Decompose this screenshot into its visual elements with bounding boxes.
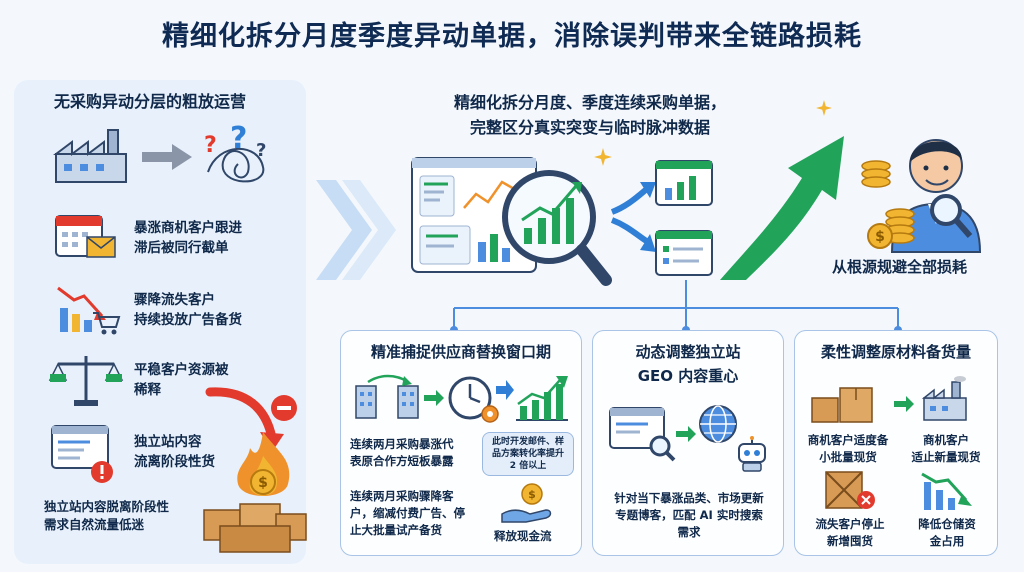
card-3-text-b-line1: 商机客户 (923, 433, 969, 447)
right-heading-line2: 完整区分真实突变与临时脉冲数据 (469, 118, 710, 137)
boxes-icon (811, 387, 873, 423)
card-2-text-line1: 针对当下暴涨品类、市场更新 (614, 491, 764, 505)
card-2-title-line1: 动态调整独立站 (635, 343, 741, 361)
warning-icon (91, 461, 113, 483)
factory-icon (921, 376, 967, 421)
left-item-4-line2: 流离阶段性货 (134, 454, 215, 470)
factory-icon (53, 129, 127, 183)
card-3-text-c-line2: 新增囤货 (827, 534, 873, 548)
cross-box-icon (825, 471, 875, 509)
green-right-arrow-icon (894, 396, 914, 412)
card-3-text-c: 流失客户停止 新增囤货 (800, 516, 900, 550)
businessman-icon (890, 139, 982, 253)
svg-text:$: $ (875, 229, 885, 245)
left-item-2-label: 骤降流失客户 持续投放广告备货 (134, 290, 242, 330)
card-3-title: 柔性调整原材料备货量 (820, 343, 971, 361)
growth-chart-icon (516, 376, 568, 421)
left-item-4-line1: 独立站内容 (134, 434, 202, 450)
left-heading: 无采购异动分层的粗放运营 (54, 92, 247, 111)
card-3-text-c-line1: 流失客户停止 (815, 517, 885, 531)
envelope-icon (86, 236, 116, 258)
globe-icon (699, 405, 737, 443)
result-label: 从根源规避全部损耗 (832, 258, 968, 276)
browser-window-icon (51, 425, 109, 469)
svg-text:$: $ (258, 475, 268, 491)
left-footer-line1: 独立站内容脱离阶段性 (44, 499, 170, 514)
magnifier-icon (502, 170, 612, 286)
bubble-line2: 品方案转化率提升 (491, 449, 564, 459)
right-heading: 精细化拆分月度、季度连续采购单据， 完整区分真实突变与临时脉冲数据 (405, 90, 775, 140)
cash-flow-label: 释放现金流 (494, 529, 552, 543)
card-1-text-1-line2: 表原合作方短板暴露 (350, 454, 454, 468)
card-3-text-a-line1: 商机客户适度备 (807, 433, 889, 447)
hand-coin-icon: $ (501, 483, 552, 523)
card-3-text-a-line2: 小批量现货 (819, 450, 877, 464)
card-2-title: 动态调整独立站 GEO 内容重心 (592, 340, 784, 388)
shopping-cart-icon (93, 312, 121, 335)
card-1-text-2: 连续两月采购骤降客 户，缩减付费广告、停 止大批量试产备货 (350, 488, 465, 539)
mini-list-window-icon (655, 230, 713, 276)
left-item-1-line2: 滞后被同行截单 (134, 240, 229, 256)
sparkle-icon (816, 100, 832, 116)
conversion-bubble: 此时开发邮件、样 品方案转化率提升 2 倍以上 (482, 432, 574, 476)
green-right-arrow-icon (424, 390, 444, 406)
robot-icon (738, 436, 766, 472)
clock-gear-icon (448, 376, 499, 423)
split-arrow-icon (610, 182, 656, 252)
flow-chevron-icon (316, 180, 396, 280)
left-item-3-line2: 稀释 (134, 382, 161, 398)
left-item-2-line1: 骤降流失客户 (134, 292, 215, 308)
card-3-text-d: 降低仓储资 金占用 (902, 516, 992, 550)
svg-text:?: ? (204, 133, 217, 158)
svg-text:?: ? (256, 140, 266, 161)
fire-icon: $ (237, 432, 290, 496)
card-2-text-line2: 专题博客，匹配 AI 实时搜索 (615, 508, 763, 522)
card-3-text-d-line2: 金占用 (929, 534, 965, 548)
page-title: 精细化拆分月度季度异动单据，消除误判带来全链路损耗 (162, 21, 862, 52)
card-material-stock (794, 330, 998, 556)
card-2-text: 针对当下暴涨品类、市场更新 专题博客，匹配 AI 实时搜索 需求 (598, 490, 780, 541)
card-3-text-d-line1: 降低仓储资 (918, 517, 976, 531)
browser-search-icon (609, 407, 676, 462)
growth-arrow-icon (720, 136, 844, 280)
decline-chart-icon (921, 472, 972, 510)
left-footer-line2: 需求自然流量低迷 (44, 517, 145, 532)
card-3-text-b: 商机客户 适止新量现货 (900, 432, 992, 466)
card-1-text-2-line1: 连续两月采购骤降客 (350, 489, 454, 503)
card-2-text-line3: 需求 (677, 525, 701, 539)
left-item-2-line2: 持续投放广告备货 (134, 312, 242, 328)
confused-scribble-icon: ? ? ? (204, 121, 266, 183)
card-1-text-2-line2: 户，缩减付费广告、停 (350, 506, 465, 520)
bubble-line3: 2 倍以上 (509, 461, 547, 471)
buildings-icon (355, 374, 419, 419)
left-item-3-label: 平稳客户资源被 稀释 (134, 360, 229, 400)
svg-text:$: $ (528, 488, 536, 501)
balance-scale-icon (48, 356, 124, 406)
svg-text:?: ? (230, 121, 247, 156)
left-footer-label: 独立站内容脱离阶段性 需求自然流量低迷 (44, 498, 169, 534)
card-3-text-a: 商机客户适度备 小批量现货 (800, 432, 896, 466)
card-1-title: 精准捕捉供应商替换窗口期 (370, 343, 551, 361)
minus-icon (271, 395, 297, 421)
coins-icon: $ (861, 160, 915, 249)
left-item-1-label: 暴涨商机客户跟进 滞后被同行截单 (134, 218, 242, 258)
green-right-arrow-icon (676, 426, 696, 442)
card-1-text-1-line1: 连续两月采购暴涨代 (350, 437, 454, 451)
card-2-title-line2: GEO 内容重心 (637, 367, 739, 385)
boxes-icon (203, 503, 307, 553)
card-1-text-2-line3: 止大批量试产备货 (350, 523, 442, 537)
right-heading-line1: 精细化拆分月度、季度连续采购单据， (453, 93, 726, 112)
dual-arrow-icon (496, 380, 514, 400)
bubble-line1: 此时开发邮件、样 (491, 437, 564, 447)
left-item-3-line1: 平稳客户资源被 (134, 362, 229, 378)
sparkle-icon (594, 148, 612, 166)
gray-arrow-icon (142, 144, 192, 170)
left-item-1-line1: 暴涨商机客户跟进 (134, 220, 242, 236)
mini-chart-window-icon (655, 160, 713, 206)
left-item-4-label: 独立站内容 流离阶段性货 (134, 432, 215, 472)
card-1-text-1: 连续两月采购暴涨代 表原合作方短板暴露 (350, 436, 454, 470)
card-3-text-b-line2: 适止新量现货 (911, 450, 981, 464)
